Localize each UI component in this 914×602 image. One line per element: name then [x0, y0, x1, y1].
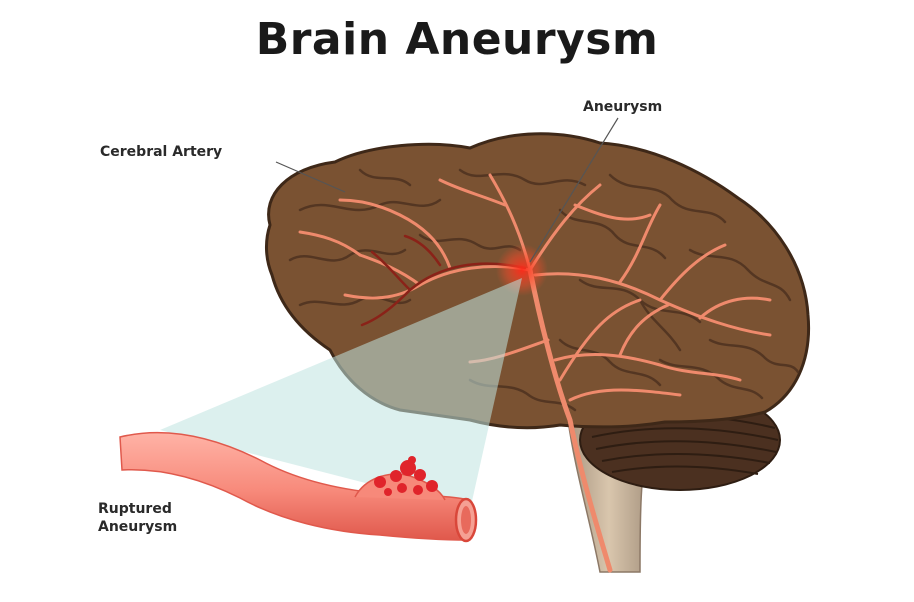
diagram-title: Brain Aneurysm [255, 14, 659, 65]
cerebral-arteries [298, 173, 772, 573]
ruptured-aneurysm-label: Ruptured Aneurysm [98, 500, 177, 536]
cerebral-artery-label: Cerebral Artery [100, 144, 223, 160]
dark-arteries [360, 234, 527, 327]
aneurysm-label: Aneurysm [583, 99, 663, 115]
aneurysm-glow [496, 244, 548, 296]
aneurysm-leader [529, 117, 619, 263]
cerebral-artery-leader [275, 161, 346, 193]
blood-droplets [374, 456, 438, 496]
magnifier-cone [160, 278, 522, 510]
ruptured-label-line2: Aneurysm [98, 519, 178, 535]
ruptured-label-line1: Ruptured [98, 501, 172, 517]
